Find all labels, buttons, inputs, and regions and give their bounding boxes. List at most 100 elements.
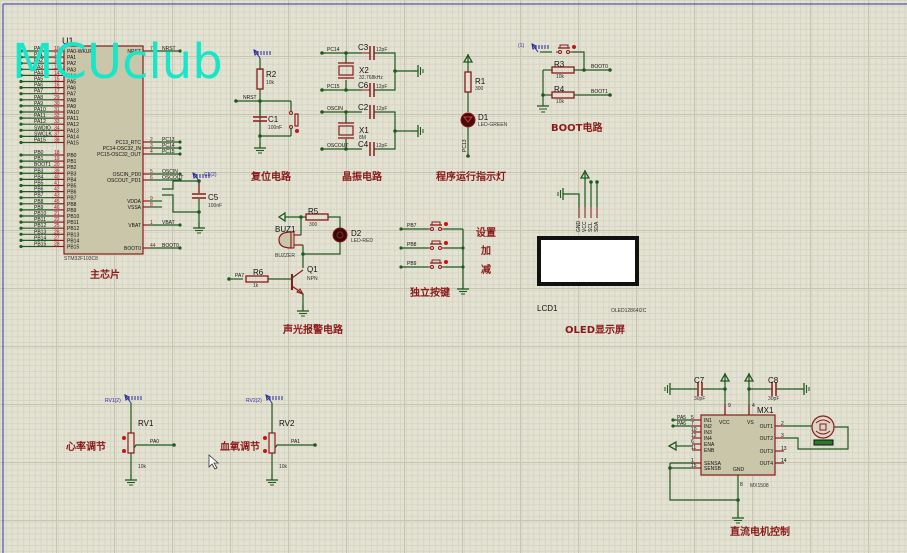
mcu-right-pin-name: PC15-OSC32_OUT: [97, 152, 141, 158]
mcu-right-net-label: OSCIN: [162, 169, 178, 175]
junction-dot: [19, 208, 23, 212]
junction-dot: [19, 49, 23, 53]
junction-dot: [19, 104, 23, 108]
junction-dot: [671, 424, 675, 428]
mx1-pin-num: 1: [691, 458, 694, 464]
mx1-part: MX1508: [750, 483, 769, 489]
mcu-left-pin-name: PB11: [67, 220, 79, 226]
mcu-left-net-label: PA5: [34, 77, 43, 83]
motor-driver-circuit[interactable]: C7 30pF C8 30pF 9 4 MX1 VCC VS GND MX150…: [664, 372, 849, 538]
mcu-left-pin-number: 37: [54, 131, 60, 137]
mcu-left-pin-number: 25: [54, 223, 60, 229]
x2-value: 32.768kHz: [359, 75, 383, 81]
mx1-pin-num: 4: [752, 403, 755, 409]
buz1-value: BUZZER: [275, 253, 295, 259]
key-button-3[interactable]: PB9: [399, 259, 465, 270]
mx1-right-pin-name: OUT4: [760, 461, 774, 467]
crystal-circuit[interactable]: PC14 PC15 X2 32.768kHz C3 12pF C6 12pF O…: [320, 43, 424, 183]
mcu-left-pin-number: 14: [54, 70, 60, 76]
mcu-left-pin-number: 11: [54, 52, 59, 58]
rv1-probe: RV1(2): [105, 398, 121, 404]
key-button-2[interactable]: PB8: [399, 240, 465, 251]
mcu-left-net-label: PB3: [34, 168, 44, 174]
mcu-left-pin-number: 17: [54, 89, 60, 95]
mx1-pin-gnd: GND: [733, 467, 745, 473]
crystal-caption: 晶振电路: [342, 170, 383, 183]
junction-dot: [178, 152, 182, 156]
junction-dot: [19, 165, 23, 169]
mcu-left-net-label: PB1: [34, 156, 44, 162]
mcu-left-pin-name: PA3: [67, 67, 76, 73]
mcu-left-pin-number: 10: [54, 46, 60, 52]
mcu-body[interactable]: [63, 45, 144, 255]
key-label-set: 设置: [476, 226, 496, 239]
net-pc15: PC15: [327, 84, 340, 90]
mcu-right-net-label: OSCOUT: [162, 175, 183, 181]
mcu-left-pin-number: 45: [54, 199, 60, 205]
junction-dot: [19, 171, 23, 175]
mcu-left-pin-number: 43: [54, 193, 60, 199]
rv1-ref: RV1: [138, 419, 154, 428]
mcu-right-pin-number: 8: [150, 202, 153, 208]
mcu-left-pin-name: PB1: [67, 159, 77, 165]
mx1-right-pin-name: OUT3: [760, 449, 774, 455]
r3-ref: R3: [554, 60, 565, 69]
mcu-left-pin-name: PA10: [67, 110, 79, 116]
led-indicator-circuit[interactable]: R1 300 D1 LED-GREEN PC13 程序运行指示灯: [436, 53, 508, 183]
oled-pin-label: SDA: [594, 221, 600, 232]
mcu-left-net-label: PB8: [34, 199, 44, 205]
alarm-circuit[interactable]: R5 300 D2 LED-RED BUZ1 BUZZER Q1 NPN PA7…: [227, 207, 373, 336]
mcu-left-pin-number: 29: [54, 95, 60, 101]
junction-dot: [19, 183, 23, 188]
c5-probe: C5(2): [204, 172, 217, 178]
mx1-pin-num: 14: [781, 458, 787, 464]
rv2-potentiometer[interactable]: RV2(2) RV2 PA1 10k 血氧调节: [220, 394, 317, 486]
reset-circuit[interactable]: R2 10k NRST C1 100nF 复位电路: [234, 49, 299, 183]
mx1-pin-num: 6: [691, 439, 694, 445]
key-button-1[interactable]: PB7: [399, 221, 463, 232]
junction-dot: [19, 190, 23, 194]
x1-value: 8M: [359, 135, 366, 141]
junction-dot: [178, 246, 182, 250]
mcu-right-pin-name: OSCIN_PD0: [113, 172, 142, 178]
mcu-left-net-label: PB12: [34, 223, 46, 229]
mcu-left-pin-number: 22: [54, 217, 60, 223]
oled-screen[interactable]: [537, 236, 639, 286]
junction-dot: [19, 79, 23, 84]
c6-value: 12pF: [376, 84, 387, 90]
net-pc14: PC14: [327, 47, 340, 53]
rv2-net: PA1: [291, 439, 300, 445]
oled-ref: LCD1: [537, 304, 558, 313]
rv1-potentiometer[interactable]: RV1(2) RV1 PA0 10k 心率调节: [66, 394, 176, 486]
mcu-left-pin-number: 12: [54, 58, 60, 64]
mx1-pin-num: 15: [691, 463, 697, 469]
mcu-left-net-label: PA1: [34, 52, 43, 58]
r3-value: 10k: [556, 74, 565, 80]
mcu-left-net-label: PB14: [34, 235, 46, 241]
alarm-net: PA7: [235, 273, 244, 279]
dc-motor[interactable]: [784, 415, 849, 450]
c5-capacitor[interactable]: C5(2) C5 100nF: [162, 172, 222, 234]
mx1-left-pin-name: IN4: [704, 436, 712, 442]
mx1-body[interactable]: [700, 414, 776, 476]
mcu-right-pin-name: VDDA: [127, 199, 142, 205]
mcu-left-pin-name: PA0-WKUP: [67, 49, 93, 55]
rv1-value: 10k: [138, 464, 147, 470]
mcu-left-pin-number: 16: [54, 83, 60, 89]
mcu-left-pin-number: 31: [54, 107, 60, 113]
c8-value: 30pF: [768, 396, 779, 402]
mcu-left-net-label: PB6: [34, 187, 44, 193]
boot-circuit[interactable]: (1) R3 10k BOOT0 R4 10k BOOT1 BOOT电路: [518, 43, 612, 134]
oled-pin-label: VCC: [582, 221, 588, 232]
r6-ref: R6: [253, 268, 264, 277]
junction-dot: [19, 55, 23, 59]
mcu-left-pin-number: 26: [54, 229, 60, 235]
junction-dot: [19, 232, 23, 236]
mcu-right-pin-name: VBAT: [128, 223, 141, 229]
mx1-left-pin-name: SENSA: [704, 461, 722, 467]
